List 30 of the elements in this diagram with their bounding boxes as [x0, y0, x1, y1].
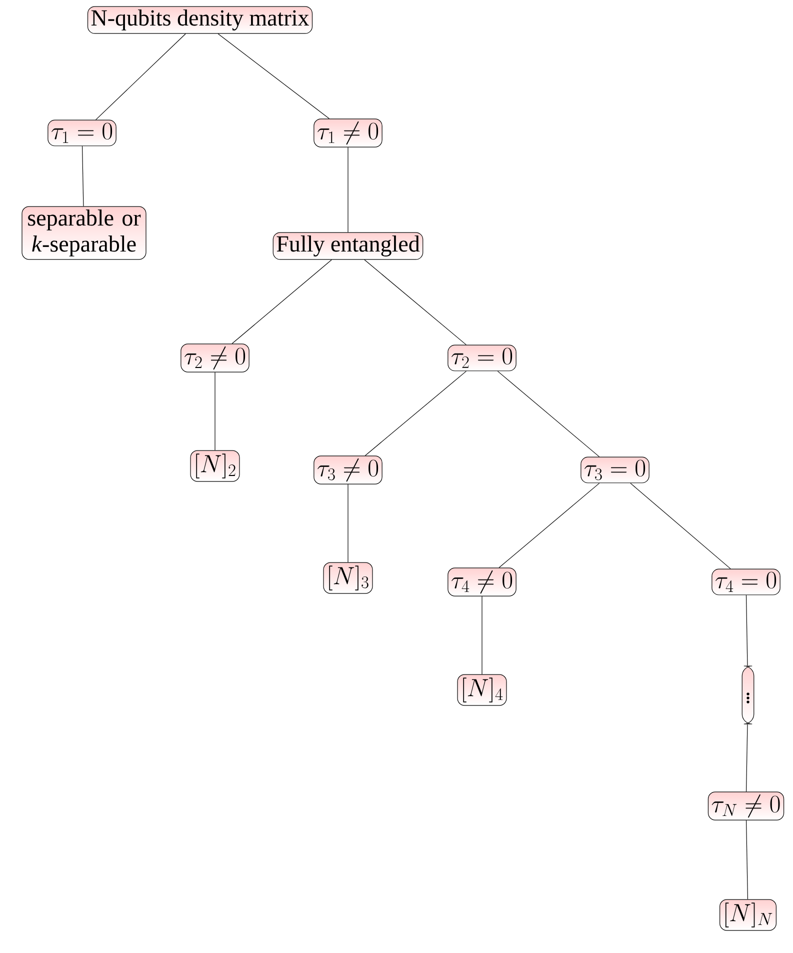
- connector-line: [746, 724, 748, 792]
- vertical-dots-box: $\vdots$: [742, 666, 754, 724]
- connector-line: [232, 259, 332, 344]
- process-box: $\tau_2 = 0$: [448, 344, 516, 372]
- process-box: $\tau_3 = 0$: [580, 456, 650, 484]
- process-box: $\tau_2 \neq 0$: [180, 344, 250, 372]
- connector-line: [497, 370, 600, 458]
- process-box: N-qubits density matrix: [87, 6, 313, 34]
- process-box: separable or k-separable: [22, 206, 146, 260]
- process-box: $\tau_3 \neq 0$: [314, 456, 382, 484]
- process-box: Fully entangled: [272, 232, 424, 260]
- connector-line: [218, 33, 330, 119]
- process-box: $[N]_3$: [323, 562, 373, 594]
- process-box: $\tau_1 \neq 0$: [314, 118, 382, 148]
- connector-line: [498, 482, 600, 568]
- connector-line: [95, 33, 186, 120]
- process-box: $\tau_1 = 0$: [48, 120, 116, 146]
- connector-line: [214, 372, 216, 451]
- process-box: $[N]_4$: [457, 674, 507, 706]
- connector-line: [746, 594, 748, 666]
- process-box: $[N]_2$: [190, 450, 240, 482]
- connector-line: [364, 370, 467, 456]
- process-box: $\tau_N \neq 0$: [708, 792, 784, 820]
- connector-line: [630, 482, 731, 570]
- connector-line: [82, 146, 84, 207]
- process-box: $\tau_4 = 0$: [712, 568, 780, 596]
- connector-line: [364, 259, 467, 346]
- connector-line: [746, 820, 748, 900]
- process-box: $\tau_4 \neq 0$: [448, 568, 516, 596]
- process-box: $[N]_N$: [720, 899, 776, 931]
